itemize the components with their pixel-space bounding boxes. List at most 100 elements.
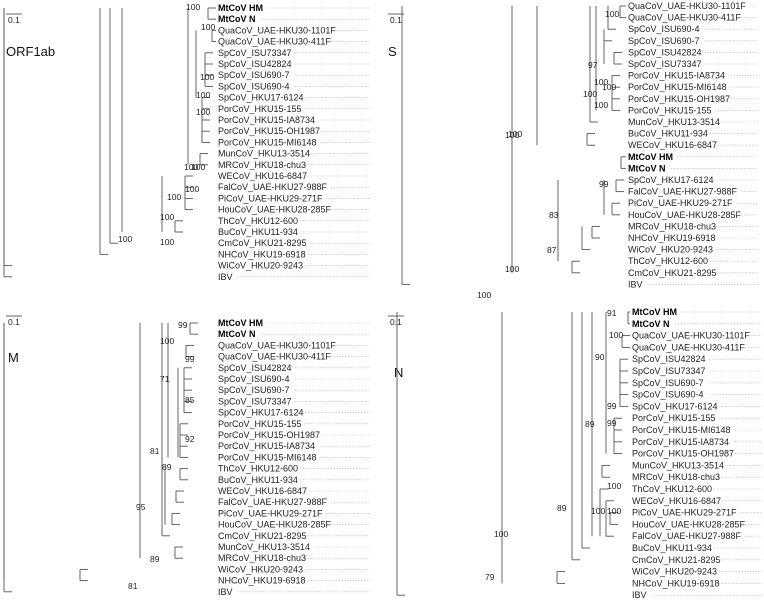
bootstrap-value: 100 bbox=[605, 9, 619, 19]
taxon-label: QuaCoV_UAE-HKU30-411F bbox=[218, 352, 331, 362]
taxon-label: SpCoV_ISU42824 bbox=[628, 47, 702, 57]
bootstrap-value: 97 bbox=[588, 60, 598, 70]
taxon-label: SpCoV_ISU690-7 bbox=[218, 70, 290, 80]
taxon-label: SpCoV_HKU17-6124 bbox=[218, 93, 304, 103]
bootstrap-value: 100 bbox=[505, 264, 519, 274]
bootstrap-value: 90 bbox=[595, 352, 605, 362]
taxon-label: NHCoV_HKU19-6918 bbox=[218, 249, 306, 259]
taxon-label: MRCoV_HKU18-chu3 bbox=[218, 553, 306, 563]
bootstrap-value: 100 bbox=[200, 72, 214, 82]
taxon-label: SpCoV_HKU17-6124 bbox=[632, 401, 718, 411]
tree-svg: 0.1SQuaCoV_UAE-HKU30-1101FQuaCoV_UAE-HKU… bbox=[388, 1, 758, 300]
bootstrap-value: 89 bbox=[557, 503, 567, 513]
taxon-label: NHCoV_HKU19-6918 bbox=[628, 233, 716, 243]
taxon-label: SpCoV_ISU690-4 bbox=[218, 81, 290, 91]
taxon-label: HouCoV_UAE-HKU28-285F bbox=[218, 520, 332, 530]
taxon-label: ThCoV_HKU12-600 bbox=[218, 464, 298, 474]
taxon-label: MRCoV_HKU18-chu3 bbox=[632, 472, 720, 482]
taxon-label: PorCoV_HKU15-MI6148 bbox=[628, 82, 727, 92]
taxon-label: HouCoV_UAE-HKU28-285F bbox=[628, 210, 742, 220]
taxon-label: MunCoV_HKU13-3514 bbox=[628, 117, 720, 127]
taxon-label: CmCoV_HKU21-8295 bbox=[218, 238, 307, 248]
bootstrap-value: 100 bbox=[191, 162, 205, 172]
bootstrap-value: 100 bbox=[594, 100, 608, 110]
taxon-label: IBV bbox=[632, 590, 647, 600]
taxon-label: FalCoV_UAE-HKU27-988F bbox=[632, 531, 742, 541]
taxon-label: SpCoV_ISU42824 bbox=[218, 59, 292, 69]
bootstrap-value: 100 bbox=[118, 234, 132, 244]
bootstrap-value: 99 bbox=[599, 179, 609, 189]
bootstrap-value: 100 bbox=[185, 184, 199, 194]
bootstrap-value: 99 bbox=[607, 418, 617, 428]
taxon-label: SpCoV_HKU17-6124 bbox=[628, 175, 714, 185]
taxon-label: PorCoV_HKU15-155 bbox=[632, 413, 716, 423]
taxon-label: PorCoV_HKU15-IA8734 bbox=[218, 115, 315, 125]
taxon-label: PorCoV_HKU15-OH1987 bbox=[218, 430, 320, 440]
bootstrap-value: 89 bbox=[162, 462, 172, 472]
bootstrap-value: 100 bbox=[505, 130, 519, 140]
taxon-label: SpCoV_ISU73347 bbox=[218, 396, 292, 406]
taxon-label: QuaCoV_UAE-HKU30-1101F bbox=[628, 1, 746, 11]
taxon-label: MRCoV_HKU18-chu3 bbox=[218, 160, 306, 170]
taxon-label: CmCoV_HKU21-8295 bbox=[218, 531, 307, 541]
taxon-label: PorCoV_HKU15-IA8734 bbox=[628, 71, 725, 81]
taxon-label: PiCoV_UAE-HKU29-271F bbox=[632, 508, 737, 518]
taxon-label: QuaCoV_UAE-HKU30-411F bbox=[628, 13, 741, 23]
taxon-label: MtCoV N bbox=[632, 319, 670, 329]
taxon-label: QuaCoV_UAE-HKU30-1101F bbox=[632, 331, 750, 341]
taxon-label: WiCoV_HKU20-9243 bbox=[632, 567, 717, 577]
bootstrap-value: 100 bbox=[477, 290, 491, 300]
bootstrap-value: 100 bbox=[508, 129, 522, 139]
taxon-label: SpCoV_ISU690-7 bbox=[218, 385, 290, 395]
taxon-label: SpCoV_ISU73347 bbox=[218, 48, 292, 58]
taxon-label: SpCoV_ISU690-7 bbox=[628, 36, 700, 46]
taxon-label: IBV bbox=[628, 279, 643, 289]
bootstrap-value: 100 bbox=[607, 481, 621, 491]
bootstrap-value: 100 bbox=[602, 82, 616, 92]
taxon-label: CmCoV_HKU21-8295 bbox=[632, 555, 721, 565]
taxon-label: MtCoV N bbox=[218, 14, 256, 24]
taxon-label: MtCoV HM bbox=[628, 152, 673, 162]
scale-label: 0.1 bbox=[8, 317, 20, 327]
taxon-label: PiCoV_UAE-HKU29-271F bbox=[218, 193, 323, 203]
taxon-label: MunCoV_HKU13-3514 bbox=[218, 149, 310, 159]
panel-title: M bbox=[8, 350, 19, 365]
taxon-label: PiCoV_UAE-HKU29-271F bbox=[218, 508, 323, 518]
taxon-label: SpCoV_ISU690-4 bbox=[218, 374, 290, 384]
taxon-label: NHCoV_HKU19-6918 bbox=[218, 576, 306, 586]
bootstrap-value: 100 bbox=[196, 90, 210, 100]
bootstrap-value: 83 bbox=[549, 210, 559, 220]
panel-title: ORF1ab bbox=[6, 44, 55, 59]
taxon-label: PorCoV_HKU15-MI6148 bbox=[218, 452, 317, 462]
taxon-label: PorCoV_HKU15-155 bbox=[628, 105, 712, 115]
taxon-label: WECoV_HKU16-6847 bbox=[628, 140, 717, 150]
bootstrap-value: 100 bbox=[184, 162, 198, 172]
taxon-label: QuaCoV_UAE-HKU30-411F bbox=[218, 37, 331, 47]
bootstrap-value: 100 bbox=[583, 89, 597, 99]
bootstrap-value: 79 bbox=[485, 572, 495, 582]
taxon-label: PiCoV_UAE-HKU29-271F bbox=[628, 198, 733, 208]
bootstrap-value: 100 bbox=[167, 192, 181, 202]
taxon-label: IBV bbox=[218, 587, 233, 597]
taxon-label: IBV bbox=[218, 272, 233, 282]
bootstrap-value: 100 bbox=[160, 237, 174, 247]
bootstrap-value: 100 bbox=[609, 330, 623, 340]
bootstrap-value: 81 bbox=[150, 446, 160, 456]
taxon-label: SpCoV_ISU73347 bbox=[632, 366, 706, 376]
taxon-label: CmCoV_HKU21-8295 bbox=[628, 268, 717, 278]
taxon-label: MtCoV HM bbox=[218, 3, 263, 13]
bootstrap-value: 100 bbox=[494, 529, 508, 539]
taxon-label: WECoV_HKU16-6847 bbox=[218, 486, 307, 496]
taxon-label: MtCoV N bbox=[628, 163, 666, 173]
taxon-label: SpCoV_ISU690-4 bbox=[632, 390, 704, 400]
bootstrap-value: 100 bbox=[201, 22, 215, 32]
taxon-label: SpCoV_ISU73347 bbox=[628, 59, 702, 69]
scale-label: 0.1 bbox=[8, 15, 20, 25]
taxon-label: FalCoV_UAE-HKU27-988F bbox=[218, 497, 328, 507]
bootstrap-value: 100 bbox=[160, 212, 174, 222]
